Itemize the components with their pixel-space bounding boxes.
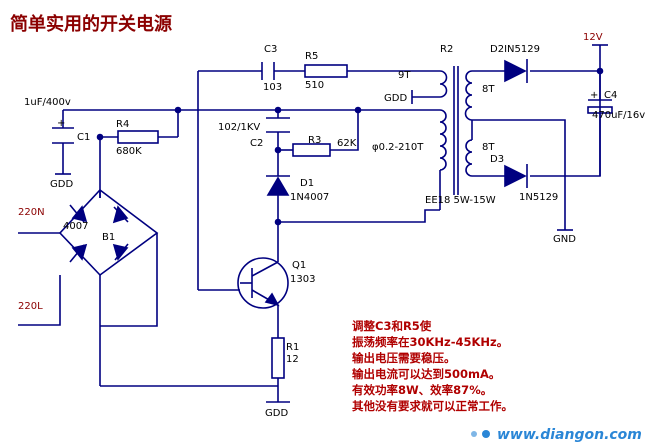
- note-line: 输出电流可以达到500mA。: [352, 367, 500, 381]
- capacitor-c4: +: [587, 90, 613, 114]
- label-gnd: GND: [553, 234, 576, 245]
- label-ee18: EE18 5W-15W: [425, 195, 496, 206]
- resistor-r5: [304, 64, 348, 78]
- label-8t-bottom: 8T: [482, 142, 495, 153]
- notes-block: 调整C3和R5使 振荡频率在30KHz-45KHz。 输出电压需要稳压。 输出电…: [352, 319, 513, 413]
- label-gdd-r1: GDD: [265, 408, 288, 419]
- resistor-r3: [292, 143, 331, 157]
- watermark: www.diangon.com: [471, 427, 642, 443]
- note-line: 其他没有要求就可以正常工作。: [352, 399, 513, 413]
- label-q1: Q1: [292, 260, 306, 271]
- capacitor-c3: [261, 62, 275, 80]
- label-c4: C4: [604, 90, 617, 101]
- diode-d3: [504, 164, 528, 188]
- label-c1: C1: [77, 132, 90, 143]
- capacitor-c1: +: [52, 118, 74, 144]
- wires: [40, 45, 601, 402]
- svg-text:+: +: [590, 90, 598, 101]
- capacitor-c2: [266, 117, 290, 133]
- label-c4-value: 470uF/16v: [592, 110, 645, 121]
- label-r2: R2: [440, 44, 453, 55]
- label-r4-value: 680K: [116, 146, 142, 157]
- resistor-r4: [117, 130, 159, 144]
- label-q1-value: 1303: [290, 274, 315, 285]
- label-r5-value: 510: [305, 80, 324, 91]
- label-d1: D1: [300, 178, 314, 189]
- label-9t: 9T: [398, 70, 411, 81]
- label-r1-value: 12: [286, 354, 299, 365]
- label-r4: R4: [116, 119, 129, 130]
- label-d3: D3: [490, 154, 504, 165]
- resistor-r1: [271, 337, 285, 379]
- diode-d2: [504, 59, 528, 83]
- transformer-r2: [439, 66, 473, 210]
- junction-dots: [96, 67, 604, 226]
- watermark-text: www.diangon.com: [497, 427, 642, 443]
- label-r3: R3: [308, 135, 321, 146]
- note-line: 输出电压需要稳压。: [352, 351, 456, 365]
- bridge-rectifier-b1: [58, 188, 159, 277]
- label-r5: R5: [305, 51, 318, 62]
- svg-text:+: +: [57, 118, 65, 129]
- label-c1-value: 1uF/400v: [24, 97, 71, 108]
- transistor-q1: [237, 255, 289, 309]
- label-r1: R1: [286, 342, 299, 353]
- label-c2: C2: [250, 138, 263, 149]
- label-winding-spec: φ0.2-210T: [372, 142, 424, 153]
- label-bridge-value: 4007: [63, 221, 88, 232]
- label-c2-value: 102/1KV: [218, 122, 260, 133]
- label-d3-value: 1N5129: [519, 192, 558, 203]
- label-r3-value: 62K: [337, 138, 357, 149]
- note-line: 调整C3和R5使: [352, 319, 432, 333]
- label-b1: B1: [102, 232, 115, 243]
- label-gdd-transformer: GDD: [384, 93, 407, 104]
- label-d2: D2IN5129: [490, 44, 540, 55]
- label-d1-value: 1N4007: [290, 192, 329, 203]
- label-220n: 220N: [18, 207, 45, 218]
- note-line: 有效功率8W、效率87%。: [352, 383, 492, 397]
- note-line: 振荡频率在30KHz-45KHz。: [352, 335, 508, 349]
- label-12v: 12V: [583, 32, 603, 43]
- label-gdd-c1: GDD: [50, 179, 73, 190]
- diode-d1: [266, 170, 290, 196]
- label-c3: C3: [264, 44, 277, 55]
- label-220l: 220L: [18, 301, 43, 312]
- label-c3-value: 103: [263, 82, 282, 93]
- diagram-title: 简单实用的开关电源: [10, 13, 172, 35]
- label-8t-top: 8T: [482, 84, 495, 95]
